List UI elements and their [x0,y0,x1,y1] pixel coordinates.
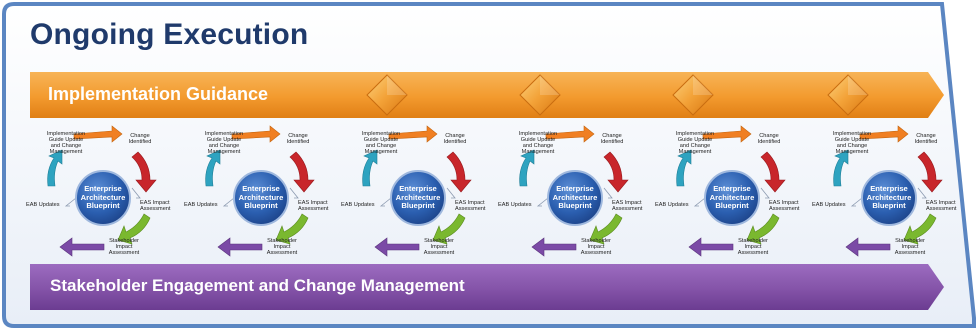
cycle-arrow-teal-icon [47,149,63,187]
blueprint-hub-icon [547,170,603,226]
eab-updates-label: EAB Updates [498,202,532,208]
cycle-arrows [47,125,157,257]
cycle-arrow-green-icon [432,213,466,245]
page-title: Ongoing Execution [30,18,309,51]
cycle-arrow-red-icon [289,151,315,193]
cycle-arrows [362,125,472,257]
milestone-diamond-icon [672,74,714,116]
cycle-arrow-red-icon [760,151,786,193]
cycle-arrows [205,125,315,257]
cycle-arrow-green-icon [117,213,151,245]
cycle-arrow-orange-icon [859,125,909,143]
cycle-arrow-teal-icon [833,149,849,187]
cycle-arrow-red-icon [917,151,943,193]
cycle-arrows [833,125,943,257]
cycle-arrow-purple-icon [59,237,105,257]
eab-updates-label: EAB Updates [184,202,218,208]
cycle-arrow-red-icon [446,151,472,193]
cycle-arrow-green-icon [746,213,780,245]
cycle-arrow-teal-icon [205,149,221,187]
blueprint-hub-icon [704,170,760,226]
cycle-arrow-orange-icon [545,125,595,143]
blueprint-hub-icon [861,170,917,226]
cycle-arrow-orange-icon [73,125,123,143]
stakeholder-engagement-band [30,264,944,310]
implementation-guidance-band [30,72,944,118]
blueprint-hub-icon [75,170,131,226]
cycle-arrow-teal-icon [362,149,378,187]
cycle-arrow-green-icon [903,213,937,245]
cycle-arrow-green-icon [589,213,623,245]
cycle-arrow-red-icon [131,151,157,193]
cycle-arrow-red-icon [603,151,629,193]
cycle-arrow-purple-icon [531,237,577,257]
stakeholder-engagement-label: Stakeholder Engagement and Change Manage… [50,276,465,295]
implementation-guidance-label: Implementation Guidance [48,84,269,104]
blueprint-hub-icon [390,170,446,226]
cycle-arrow-orange-icon [702,125,752,143]
cycle-arrow-teal-icon [676,149,692,187]
cycle-arrow-purple-icon [845,237,891,257]
cycle-arrows [519,125,629,257]
cycle-arrow-purple-icon [374,237,420,257]
milestone-diamond-icon [366,74,408,116]
cycle-arrow-orange-icon [388,125,438,143]
blueprint-hub-icon [233,170,289,226]
milestone-diamond-icon [827,74,869,116]
cycle-arrow-green-icon [275,213,309,245]
cycle-arrow-purple-icon [217,237,263,257]
eab-updates-label: EAB Updates [655,202,689,208]
cycle-arrow-purple-icon [688,237,734,257]
cycle-arrow-teal-icon [519,149,535,187]
cycle-arrows [676,125,786,257]
milestone-diamond-icon [519,74,561,116]
cycle-arrow-orange-icon [231,125,281,143]
eab-updates-label: EAB Updates [26,202,60,208]
eab-updates-label: EAB Updates [341,202,375,208]
eab-updates-label: EAB Updates [812,202,846,208]
